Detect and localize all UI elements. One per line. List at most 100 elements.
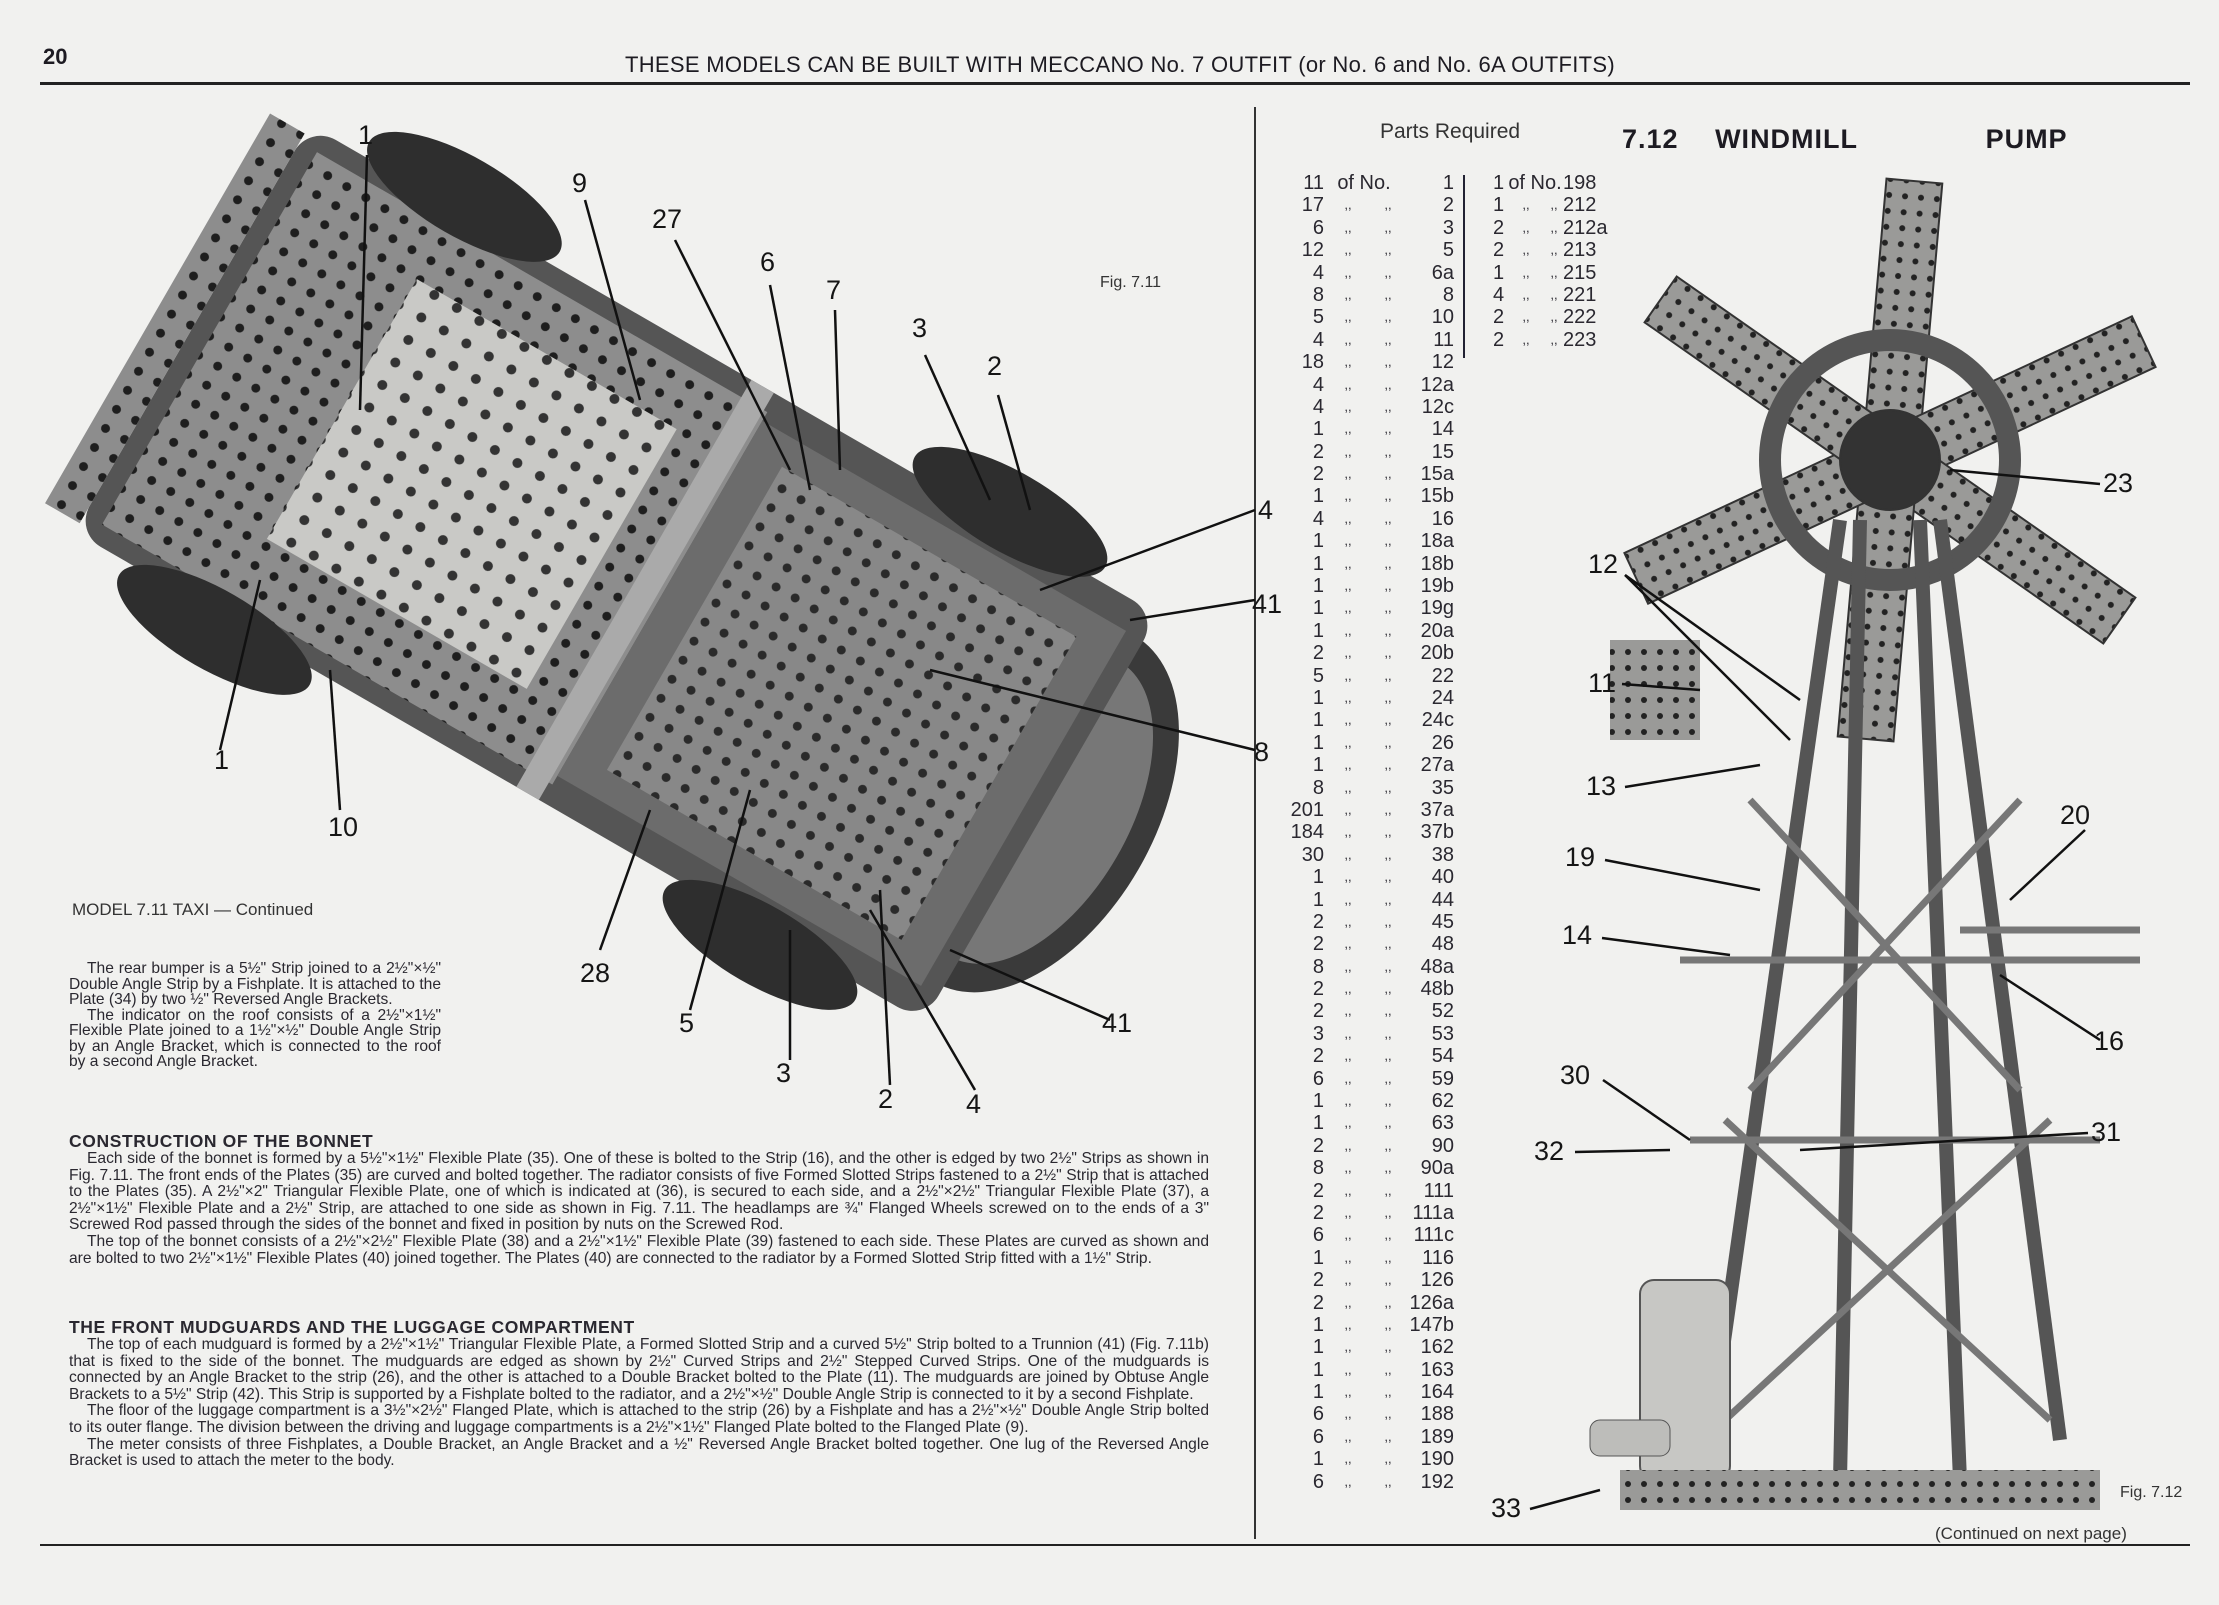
ditto-mark: ,, [1522, 331, 1530, 347]
callout-16: 16 [2094, 1026, 2125, 1056]
ditto-mark: ,, [1384, 734, 1392, 750]
ditto-mark: ,, [1522, 286, 1530, 302]
part-number: 62 [1431, 1090, 1454, 1113]
parts-list-item: 2,,,,111a [1290, 1202, 1454, 1224]
ditto-mark: ,, [1384, 667, 1392, 683]
parts-list-item: 1,,,,62 [1290, 1090, 1454, 1112]
part-quantity: 1 [1493, 261, 1505, 284]
parts-list-item: 6,,,,59 [1290, 1068, 1454, 1090]
parts-list-item: 2,,,,90 [1290, 1135, 1454, 1157]
ditto-mark: ,, [1550, 242, 1558, 258]
parts-list-item: 4,,,,12a [1290, 374, 1454, 396]
callout-4: 4 [1258, 495, 1274, 525]
ditto-mark: ,, [1344, 824, 1352, 840]
part-quantity: 1 [1312, 485, 1324, 508]
part-number: 90 [1431, 1134, 1454, 1157]
part-number: 14 [1431, 418, 1454, 441]
part-number: 44 [1431, 888, 1454, 911]
ditto-mark: ,, [1344, 1294, 1352, 1310]
parts-list-item: 8,,,,48a [1290, 956, 1454, 978]
ditto-mark: ,, [1344, 1093, 1352, 1109]
parts-list-item: 2,,,,54 [1290, 1045, 1454, 1067]
windmill-illustration [1589, 177, 2157, 1510]
part-quantity: 1 [1312, 1448, 1324, 1471]
part-quantity: 1 [1312, 888, 1324, 911]
parts-list-item: 18,,,,12 [1290, 351, 1454, 373]
part-number: 2 [1442, 194, 1454, 217]
ditto-mark: ,, [1384, 869, 1392, 885]
ditto-mark: ,, [1344, 958, 1352, 974]
parts-list-item: 1,,,,14 [1290, 418, 1454, 440]
callout-1-lower: 1 [214, 745, 230, 775]
part-number: 24c [1421, 709, 1454, 732]
parts-list-item: 2,,,,111 [1290, 1180, 1454, 1202]
part-quantity: 2 [1312, 642, 1324, 665]
page-number: 20 [43, 44, 68, 69]
part-quantity: 2 [1312, 1179, 1324, 1202]
ditto-mark: ,, [1384, 1182, 1392, 1198]
part-number: 15 [1431, 440, 1454, 463]
part-number: 19b [1420, 575, 1454, 598]
ditto-mark: ,, [1550, 331, 1558, 347]
callout-30: 30 [1560, 1060, 1591, 1090]
parts-list-item: 1,,,,26 [1290, 732, 1454, 754]
parts-list-item: 1,,,,18b [1290, 553, 1454, 575]
part-number: 15b [1420, 485, 1454, 508]
ditto-mark: ,, [1384, 578, 1392, 594]
callout-41: 41 [1252, 589, 1283, 619]
parts-list-item: 1,,,,215 [1493, 262, 1623, 284]
ditto-mark: ,, [1384, 712, 1392, 728]
part-quantity: 5 [1312, 664, 1324, 687]
part-number: 12 [1431, 351, 1454, 374]
ditto-mark: ,, [1384, 242, 1392, 258]
ditto-mark: ,, [1384, 1451, 1392, 1467]
ditto-mark: ,, [1384, 600, 1392, 616]
ditto-mark: ,, [1344, 1451, 1352, 1467]
parts-list-item: 6,,,,3 [1290, 217, 1454, 239]
ditto-mark: ,, [1344, 936, 1352, 952]
part-quantity: 1 [1312, 1336, 1324, 1359]
part-quantity: 12 [1301, 239, 1324, 262]
ditto-mark: ,, [1384, 1204, 1392, 1220]
part-quantity: 2 [1312, 463, 1324, 486]
ditto-mark: ,, [1384, 936, 1392, 952]
part-quantity: 4 [1312, 507, 1324, 530]
part-quantity: 2 [1312, 1201, 1324, 1224]
part-number: 52 [1431, 1000, 1454, 1023]
callout-23: 23 [2103, 468, 2134, 498]
part-quantity: 8 [1312, 1157, 1324, 1180]
callout-2-lower: 2 [878, 1084, 894, 1114]
ditto-mark: ,, [1384, 1137, 1392, 1153]
part-number: 126 [1420, 1269, 1454, 1292]
model-title: 7.12 WINDMILL PUMP [1622, 124, 2068, 155]
parts-list-item: 8,,,,90a [1290, 1157, 1454, 1179]
of-no-label: of No. [1337, 172, 1391, 194]
part-quantity: 1 [1312, 686, 1324, 709]
part-quantity: 184 [1290, 821, 1324, 844]
ditto-mark: ,, [1344, 286, 1352, 302]
ditto-mark: ,, [1384, 555, 1392, 571]
part-number: 189 [1420, 1425, 1454, 1448]
part-quantity: 2 [1312, 978, 1324, 1001]
top-rule [40, 82, 2190, 85]
ditto-mark: ,, [1384, 1384, 1392, 1400]
paragraph: Each side of the bonnet is formed by a 5… [69, 1150, 1209, 1234]
parts-list-item: 2,,,,45 [1290, 911, 1454, 933]
part-number: 15a [1420, 463, 1454, 486]
ditto-mark: ,, [1384, 264, 1392, 280]
parts-list-item: 184,,,,37b [1290, 821, 1454, 843]
part-number: 3 [1442, 216, 1454, 239]
part-number: 63 [1431, 1112, 1454, 1135]
ditto-mark: ,, [1522, 219, 1530, 235]
ditto-mark: ,, [1522, 309, 1530, 325]
ditto-mark: ,, [1344, 488, 1352, 504]
ditto-mark: ,, [1344, 578, 1352, 594]
ditto-mark: ,, [1344, 331, 1352, 347]
ditto-mark: ,, [1384, 1227, 1392, 1243]
part-quantity: 18 [1301, 351, 1324, 374]
callout-13: 13 [1586, 771, 1617, 801]
part-quantity: 2 [1312, 1045, 1324, 1068]
parts-list-item: 1,,,,19g [1290, 597, 1454, 619]
